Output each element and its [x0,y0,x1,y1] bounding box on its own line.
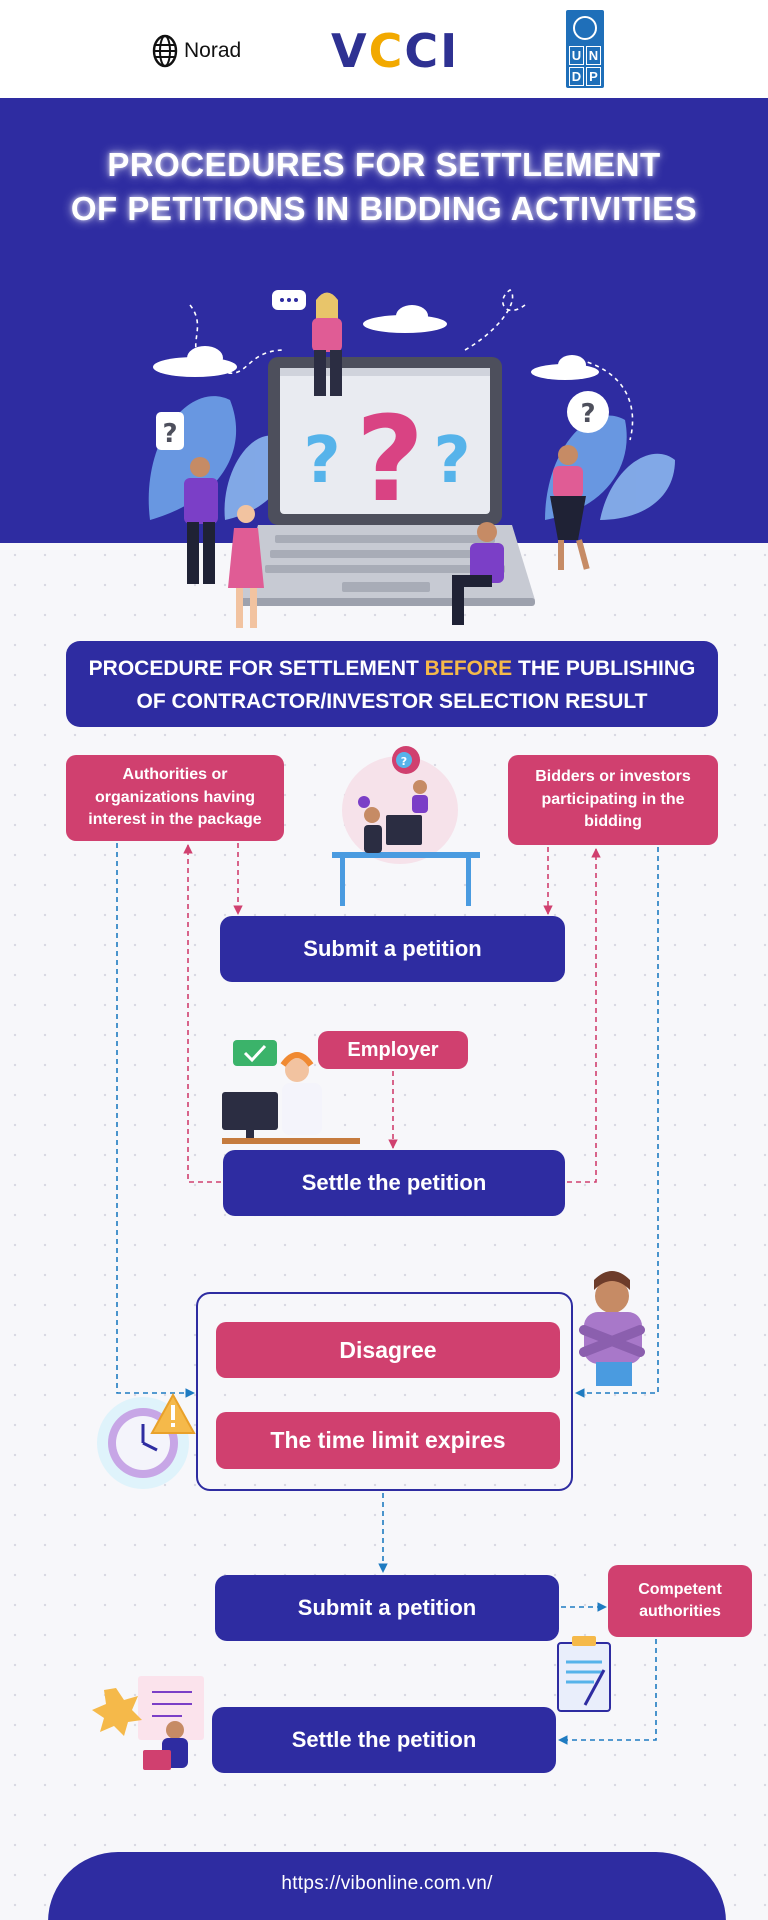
svg-text:?: ? [356,390,424,528]
undp-letter: P [586,67,601,86]
logo-bar [0,0,768,98]
svg-text:?: ? [162,419,177,449]
norad-logo: Norad [152,34,241,68]
section-header-highlight: BEFORE [424,657,513,680]
person-illustration [184,457,218,584]
svg-text:?: ? [433,424,470,498]
footer-bar [48,1852,726,1920]
un-emblem-icon [573,16,597,40]
person-illustration [550,445,590,570]
undp-letter: N [586,46,601,65]
section-header-line-2: OF CONTRACTOR/INVESTOR SELECTION RESULT [136,689,648,713]
question-mark-icon: ? ? ? [303,390,470,528]
undp-letters: U N D P [569,46,601,86]
person-illustration [228,505,264,628]
footer-url-link[interactable]: https://vibonline.com.vn/ [281,1873,493,1894]
submit-petition-step-1: Submit a petition [220,916,565,982]
employer-label: Employer [318,1031,468,1069]
norad-globe-icon [152,34,178,68]
svg-text:?: ? [303,424,340,498]
section-header-text: THE PUBLISHING [512,657,696,680]
norad-wordmark: Norad [184,39,242,62]
settlement-illustration [92,1676,204,1770]
section-header-line-1: PROCEDURE FOR SETTLEMENT BEFORE THE PUBL… [66,653,718,686]
condition-frame [196,1292,573,1491]
svg-text:?: ? [580,399,595,429]
competent-authorities-box: Competent authorities [608,1565,752,1637]
undp-letter: U [569,46,584,65]
condition-time-limit: The time limit expires [216,1412,560,1469]
refusing-person-illustration [579,1271,645,1386]
title-line-2: OF PETITIONS IN BIDDING ACTIVITIES [70,189,698,227]
person-illustration [312,292,342,396]
person-illustration [452,522,504,625]
undp-logo: U N D P [566,10,604,88]
party-bidders-box: Bidders or investors participating in th… [508,755,718,845]
hero-illustration: ? ? ? ? ? [148,288,675,628]
cloud-icon [153,305,599,380]
page-title: PROCEDURES FOR SETTLEMENT OF PETITIONS I… [20,143,748,230]
settle-petition-step-2: Settle the petition [212,1707,556,1773]
employer-illustration [222,1040,360,1144]
check-icon [243,1044,267,1063]
warning-icon [150,1392,196,1434]
vcci-logo: VCCI [331,24,460,78]
section-header-text: PROCEDURE FOR SETTLEMENT [88,657,425,680]
undp-letter: D [569,67,584,86]
section-header: PROCEDURE FOR SETTLEMENT BEFORE THE PUBL… [66,641,718,727]
settle-petition-step-1: Settle the petition [223,1150,565,1216]
title-line-1: PROCEDURES FOR SETTLEMENT [107,146,661,183]
support-illustration: ? [332,746,480,906]
party-authorities-box: Authorities or organizations having inte… [66,755,284,841]
condition-disagree: Disagree [216,1322,560,1378]
submit-petition-step-2: Submit a petition [215,1575,559,1641]
clipboard-icon [557,1636,611,1712]
svg-text:?: ? [401,755,407,768]
